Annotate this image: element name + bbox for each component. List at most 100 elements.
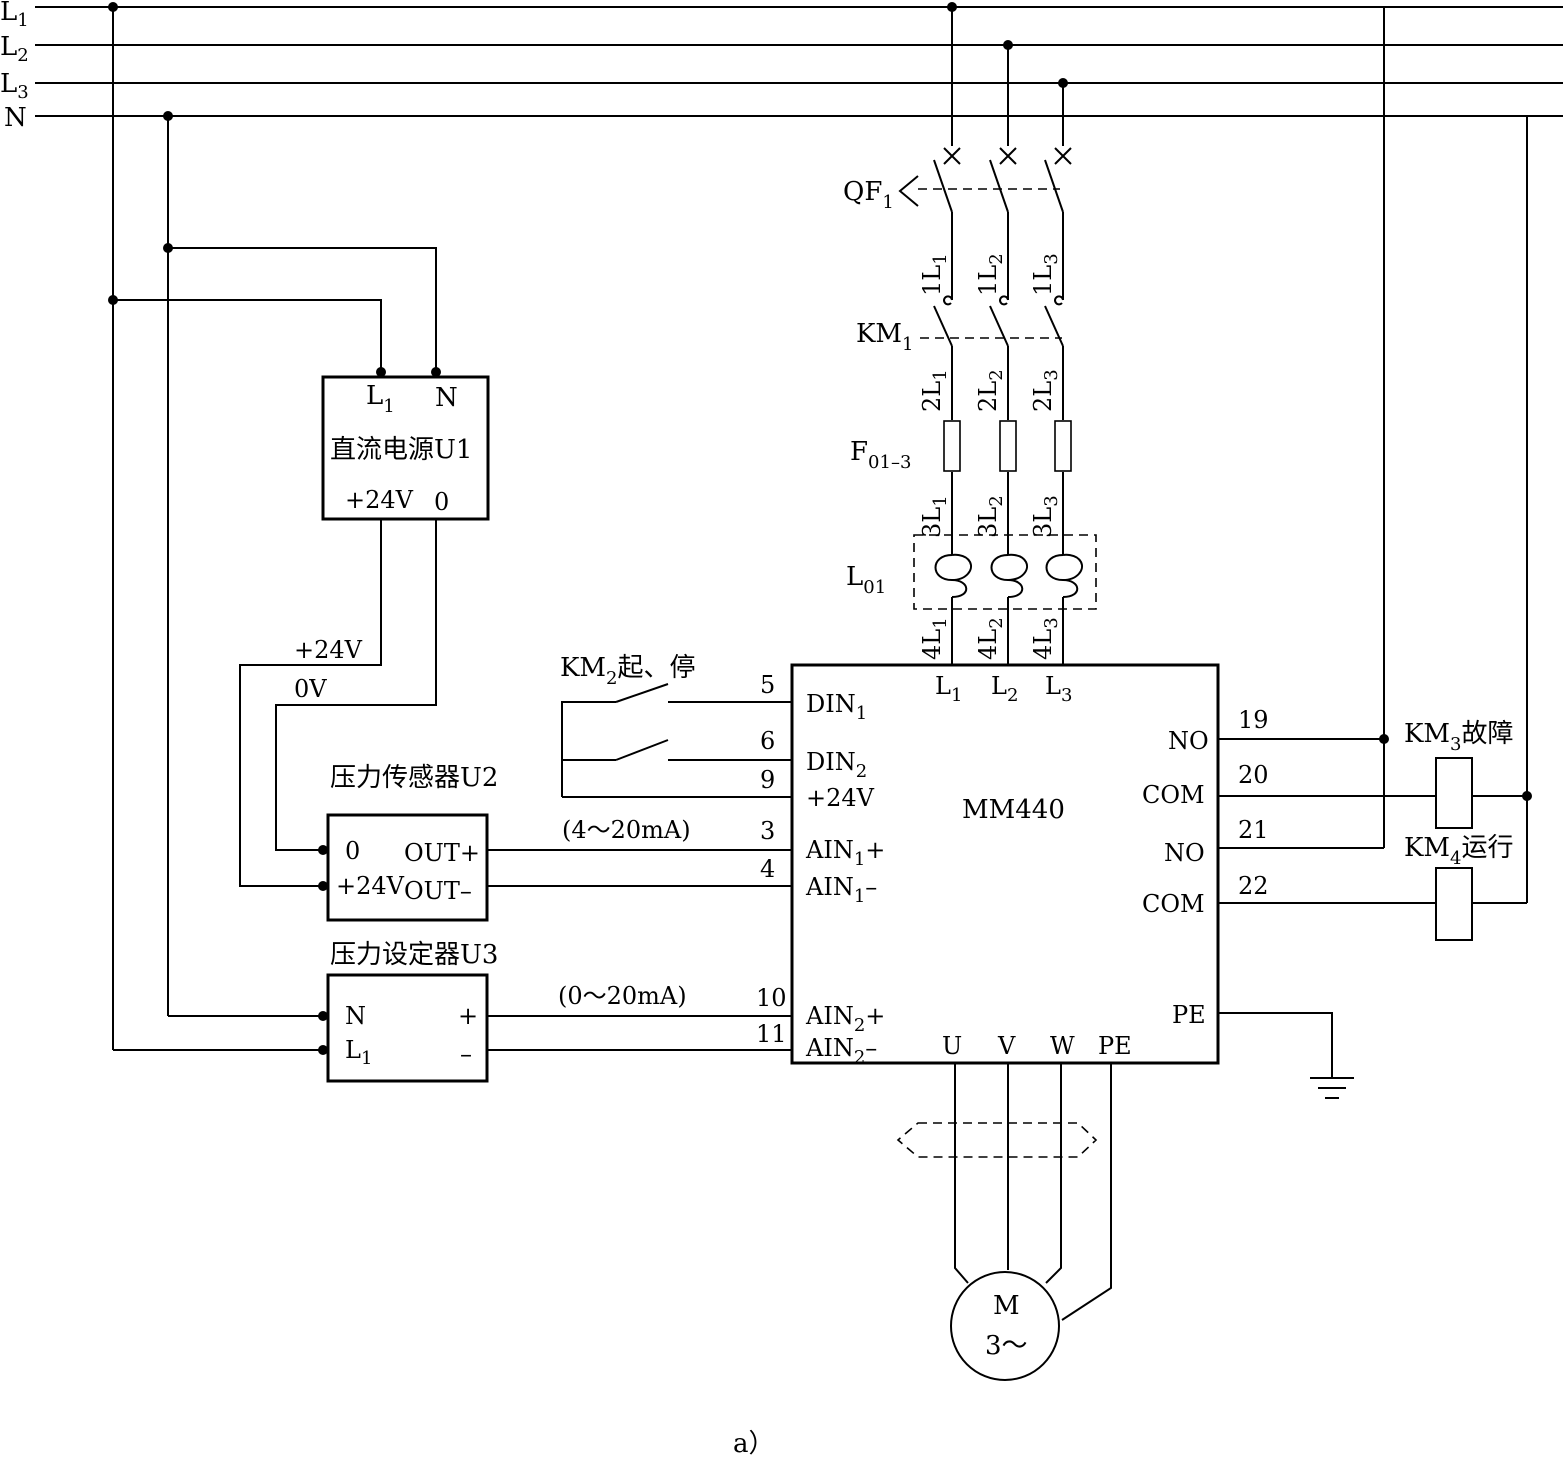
inverter-24v: +24V (806, 784, 875, 812)
breaker-x-marks (943, 147, 1072, 165)
inverter-out-w: W (1050, 1032, 1075, 1060)
setter-plus: + (458, 1002, 478, 1030)
junction-dot (318, 1045, 328, 1055)
relay-km3-label: KM3故障 (1404, 719, 1514, 755)
terminal-10: 10 (756, 984, 787, 1012)
inverter-ain2-plus: AIN2+ (805, 1002, 885, 1036)
switch-label: KM2起、停 (560, 653, 696, 689)
rail-24v-label: +24V (294, 636, 363, 664)
terminal-21: 21 (1238, 816, 1269, 844)
motor-cable (954, 1063, 1112, 1321)
junction-dot (376, 367, 386, 377)
setter-box (326, 973, 489, 1083)
reactor-coil-icons (934, 553, 1083, 598)
bus-label-n: N (4, 103, 27, 133)
breaker-trip-icon (898, 175, 919, 207)
dc-supply-in-l1: L1 (366, 381, 395, 417)
inverter-in-l2: L2 (991, 672, 1018, 706)
sensor-title: 压力传感器U2 (330, 763, 498, 793)
wire-label-3l2: 3L2 (974, 495, 1007, 538)
dc-supply-out-pos: +24V (345, 486, 414, 514)
wire-label-2l3: 2L3 (1029, 369, 1062, 412)
sensor-pin-0: 0 (345, 837, 360, 865)
relay-coil-km3-icon (1435, 757, 1473, 829)
junction-dot (163, 111, 173, 121)
sensor-signal-range: (4～20mA) (562, 816, 691, 844)
junction-dot (1058, 78, 1068, 88)
wire-label-4l2: 4L2 (974, 617, 1007, 660)
wire-label-1l3: 1L3 (1029, 253, 1062, 296)
setter-minus: – (460, 1040, 472, 1068)
wire-label-4l3: 4L3 (1029, 617, 1062, 660)
wire-label-2l2: 2L2 (974, 369, 1007, 412)
inverter-ain1-minus: AIN1– (805, 873, 877, 907)
wire-label-3l1: 3L1 (918, 495, 951, 538)
junction-dot (318, 881, 328, 891)
setter-title: 压力设定器U3 (330, 940, 498, 970)
sensor-out-minus: OUT– (404, 877, 472, 905)
inverter-out-pe: PE (1098, 1032, 1132, 1060)
start-stop-switches (561, 683, 792, 798)
inverter-ain2-minus: AIN2– (805, 1034, 877, 1068)
junction-dot (1003, 40, 1013, 50)
sensor-out-plus: OUT+ (404, 839, 480, 867)
dc-supply-in-n: N (435, 383, 458, 413)
inverter-pe-right: PE (1172, 1001, 1206, 1029)
inverter-model: MM440 (962, 795, 1065, 825)
motor-label-m: M (993, 1291, 1020, 1321)
bus-label-l1: L1 (0, 0, 29, 31)
cable-shield-icon (896, 1122, 1098, 1158)
figure-caption: a） (733, 1429, 775, 1459)
terminal-5: 5 (760, 671, 775, 699)
junction-dot (318, 1011, 328, 1021)
dc-supply-out-zero: 0 (434, 488, 449, 516)
inverter-in-l3: L3 (1045, 672, 1072, 706)
junction-dot (1522, 791, 1532, 801)
sensor-pin-24v: +24V (336, 872, 405, 900)
sensor-box (326, 813, 489, 922)
inverter-com2: COM (1142, 890, 1205, 918)
inverter-din2: DIN2 (806, 748, 867, 782)
reactor-label: L01 (846, 562, 886, 598)
inverter-no2: NO (1164, 839, 1205, 867)
junction-dot (947, 2, 957, 12)
bus-label-l2: L2 (0, 32, 29, 66)
terminal-11: 11 (756, 1020, 787, 1048)
junction-dot (108, 295, 118, 305)
terminal-4: 4 (760, 855, 775, 883)
terminal-6: 6 (760, 727, 775, 755)
wire-label-3l3: 3L3 (1029, 495, 1062, 538)
relay-coil-km4-icon (1435, 867, 1473, 941)
bus-label-l3: L3 (0, 69, 29, 103)
fuse-label: F01–3 (850, 437, 911, 473)
rail-0v-label: 0V (294, 675, 327, 703)
fuse-icons (943, 420, 1072, 472)
inverter-box (790, 663, 1220, 1065)
bus-lines (35, 6, 1563, 117)
terminal-22: 22 (1238, 872, 1269, 900)
contactor-contact-icons (943, 295, 1064, 306)
dc-supply-box (321, 375, 490, 521)
terminal-19: 19 (1238, 706, 1269, 734)
junction-dot (1379, 734, 1389, 744)
contactor-label: KM1 (856, 319, 914, 355)
junction-dot (431, 367, 441, 377)
junction-dot (163, 243, 173, 253)
motor-icon (950, 1271, 1060, 1381)
rail-0v (275, 519, 437, 851)
reactor-enclosure (913, 534, 1097, 610)
inverter-din1: DIN1 (806, 690, 867, 724)
terminal-3: 3 (760, 817, 775, 845)
inverter-no1: NO (1168, 727, 1209, 755)
wire-label-1l1: 1L1 (918, 253, 951, 296)
breaker-label: QF1 (843, 177, 894, 213)
left-feeders (112, 7, 437, 1051)
dc-supply-title: 直流电源U1 (330, 435, 472, 465)
inverter-out-v: V (997, 1032, 1016, 1060)
wire-label-1l2: 1L2 (974, 253, 1007, 296)
inverter-com1: COM (1142, 781, 1205, 809)
terminal-9: 9 (760, 766, 775, 794)
setter-pin-l1: L1 (345, 1036, 372, 1069)
wire-label-2l1: 2L1 (918, 369, 951, 412)
